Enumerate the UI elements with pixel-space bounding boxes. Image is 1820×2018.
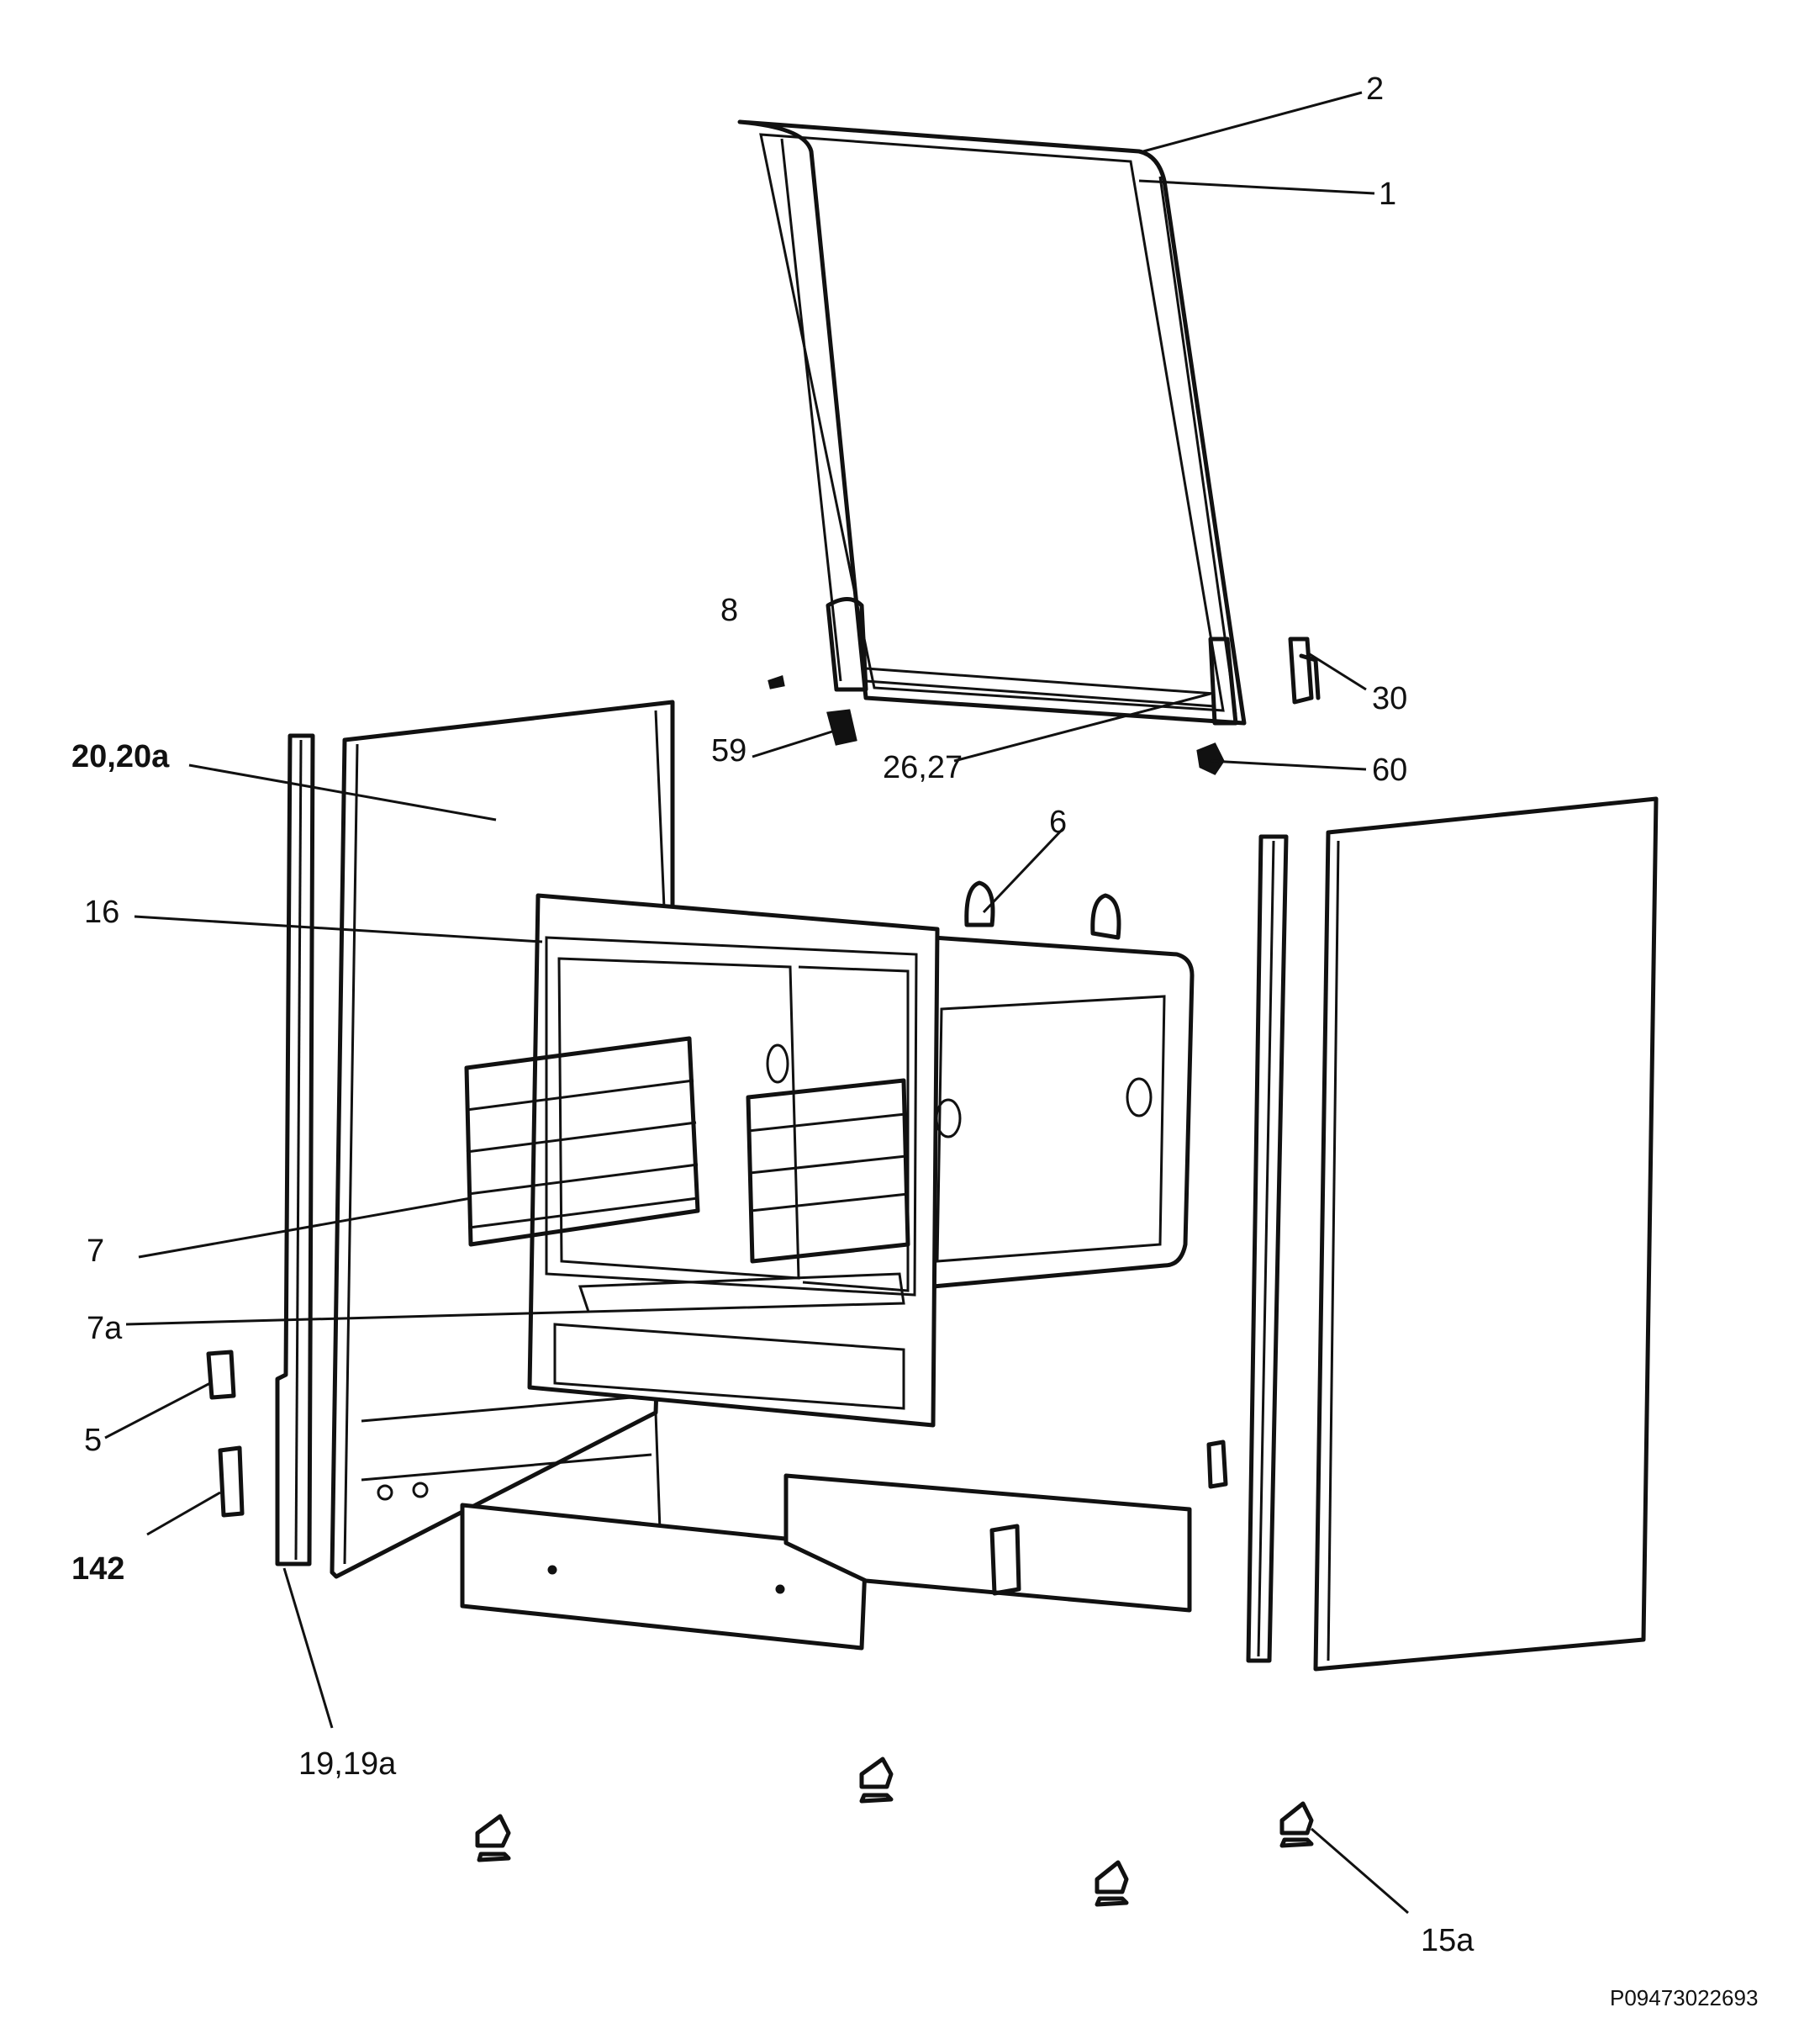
label-60: 60 (1372, 753, 1407, 788)
label-1: 1 (1379, 177, 1396, 212)
callout-labels: 2 1 8 30 59 26,27 60 20,20a 6 16 7 7a 5 … (71, 71, 1758, 2010)
foot (859, 1757, 894, 1804)
label-2: 2 (1366, 71, 1384, 107)
leader-lines (104, 91, 1409, 1915)
foot (1095, 1860, 1129, 1907)
label-59: 59 (711, 733, 746, 769)
part-60 (1196, 742, 1225, 775)
label-5: 5 (84, 1423, 102, 1458)
label-26-27: 26,27 (883, 750, 963, 785)
right-front-strip (1246, 834, 1289, 1663)
plinth-rear (783, 1473, 1192, 1613)
left-side-panel (330, 700, 675, 1579)
foot (1279, 1801, 1314, 1848)
part-142 (218, 1445, 245, 1518)
label-7a: 7a (87, 1311, 123, 1346)
foot (475, 1814, 511, 1862)
label-20-20a: 20,20a (71, 739, 170, 774)
oven-cavity (527, 880, 1195, 1428)
part-8 (768, 675, 785, 689)
label-15a: 15a (1421, 1923, 1474, 1958)
label-30: 30 (1372, 681, 1407, 716)
label-7: 7 (87, 1234, 104, 1269)
label-142: 142 (71, 1551, 124, 1587)
shelf-rack-left (464, 1036, 700, 1247)
right-side-panel (1313, 796, 1659, 1672)
label-6: 6 (1049, 805, 1067, 840)
plinth-front-left (460, 1503, 868, 1651)
shelf-rack-right (746, 1078, 910, 1264)
part-5 (206, 1350, 236, 1400)
part-59 (826, 709, 857, 746)
label-16: 16 (84, 895, 119, 930)
drawing-code: P09473022693 (1610, 1985, 1758, 2010)
left-front-strip (275, 733, 315, 1566)
part-30 (1288, 637, 1321, 705)
plinth-clip (1206, 1440, 1228, 1489)
label-8: 8 (720, 593, 738, 628)
top-lid (737, 119, 1247, 726)
label-19-19a: 19,19a (298, 1746, 397, 1782)
